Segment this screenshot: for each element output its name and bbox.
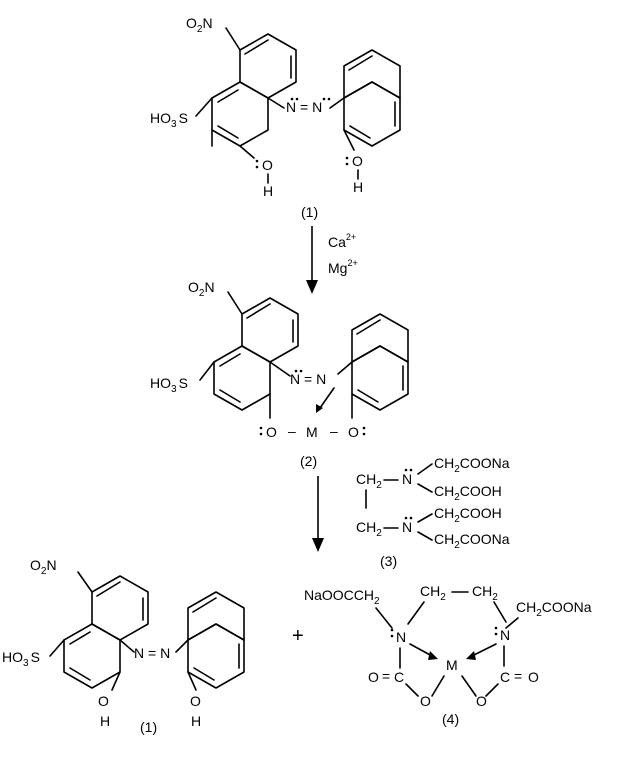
svg-text:CH2COOH: CH2COOH (434, 483, 502, 503)
hydroxyl-h-right: H (353, 179, 363, 195)
plus-sign: + (292, 625, 304, 647)
svg-text:C: C (500, 669, 510, 685)
compound-label-1-top: (1) (301, 204, 318, 220)
svg-text:O: O (476, 693, 487, 709)
hydroxyl-h-left: H (263, 183, 273, 199)
svg-text:O: O (420, 693, 431, 709)
compound-3-edta: CH2 N CH2COONa CH2COOH CH2 N CH2COOH CH2… (356, 455, 510, 569)
svg-text:CH2COOH: CH2COOH (434, 505, 502, 525)
hydroxyl-h-bottom-right: H (191, 713, 201, 729)
svg-text:N: N (396, 629, 406, 645)
nitro-group-3: O2N (30, 557, 57, 577)
ring-system-left-3 (49, 571, 149, 691)
ring-system-left-2 (199, 291, 299, 419)
svg-text:O: O (528, 669, 539, 685)
svg-text:CH2: CH2 (472, 583, 498, 603)
metal-center-2: M (306, 424, 318, 440)
azo-group-3: N = N (134, 645, 170, 661)
svg-text:C: C (394, 669, 404, 685)
oxygen-right-2: O (348, 424, 359, 440)
bond-dash-right-2: – (330, 423, 338, 439)
ring-system-left (195, 27, 297, 159)
svg-text:CH2COONa: CH2COONa (516, 599, 592, 619)
hydroxyl-o-bottom-left: O (98, 693, 109, 709)
nitro-group: O2N (186, 15, 213, 35)
metal-center-4: M (446, 657, 458, 673)
svg-text:CH2COONa: CH2COONa (434, 455, 510, 475)
compound-4-complex: NaOOCCH2 CH2 CH2 CH2COONa N N M O = C O … (304, 583, 592, 727)
ring-system-right-3 (175, 591, 245, 691)
bond-dash-left-2: – (288, 423, 296, 439)
svg-text:CH2: CH2 (356, 519, 382, 539)
reagent-magnesium: Mg2+ (328, 258, 358, 276)
svg-text:N: N (500, 627, 510, 643)
azo-group: N = N (286, 99, 322, 115)
ring-system-right-2 (337, 313, 409, 419)
svg-text:O: O (368, 669, 379, 685)
svg-text:=: = (514, 668, 522, 684)
compound-label-2: (2) (300, 453, 317, 469)
reaction-arrow-1: Ca2+ Mg2+ (306, 226, 358, 294)
svg-text:N: N (402, 471, 412, 487)
oxygen-left-2: O (266, 424, 277, 440)
hydroxyl-o-right: O (352, 153, 363, 169)
hydroxyl-o-bottom-right: O (190, 693, 201, 709)
ring-system-right (329, 49, 401, 151)
svg-text:=: = (382, 668, 390, 684)
hydroxyl-o-left: O (262, 157, 273, 173)
svg-text:NaOOCCH2: NaOOCCH2 (304, 587, 380, 607)
compound-label-1-bottom: (1) (140, 719, 157, 735)
compound-label-4: (4) (442, 711, 459, 727)
reagent-calcium: Ca2+ (328, 232, 356, 250)
nitro-group-2: O2N (188, 279, 215, 299)
svg-text:CH2COONa: CH2COONa (434, 531, 510, 551)
compound-label-3: (3) (380, 553, 397, 569)
svg-text:N: N (402, 519, 412, 535)
svg-text:CH2: CH2 (420, 583, 446, 603)
hydroxyl-h-bottom-left: H (100, 713, 110, 729)
reaction-arrow-2 (312, 476, 324, 552)
svg-text:CH2: CH2 (356, 471, 382, 491)
azo-group-2: N = N (290, 371, 326, 387)
